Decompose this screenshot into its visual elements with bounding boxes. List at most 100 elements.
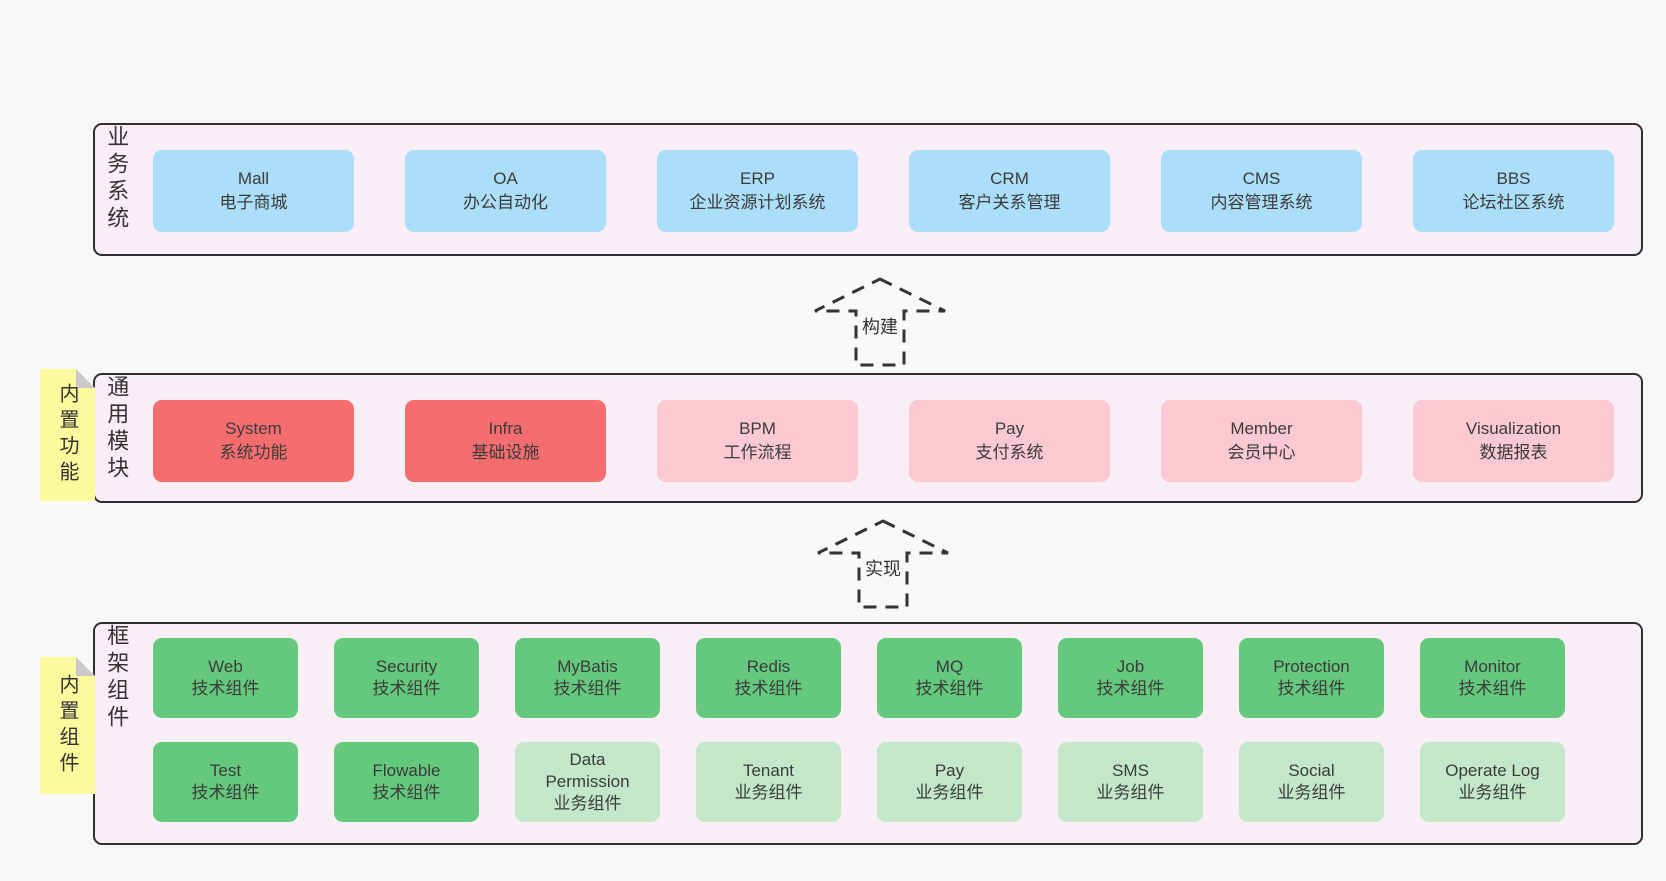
box-bpm: BPM 工作流程 <box>657 400 858 482</box>
box-title: System <box>225 419 282 438</box>
box-subtitle: 会员中心 <box>1227 443 1296 462</box>
box-title: Mall <box>237 169 270 188</box>
box-security: Security 技术组件 <box>334 638 479 718</box>
box-subtitle: 工作流程 <box>723 443 792 462</box>
box-mall: Mall 电子商城 <box>153 150 354 232</box>
box-operate-log: Operate Log 业务组件 <box>1420 742 1565 822</box>
box-subtitle: 技术组件 <box>191 783 260 802</box>
box-subtitle: 业务组件 <box>1458 783 1527 802</box>
box-subtitle: 技术组件 <box>372 679 441 698</box>
box-subtitle: 基础设施 <box>471 443 540 462</box>
box-pay-system: Pay 支付系统 <box>909 400 1110 482</box>
box-social: Social 业务组件 <box>1239 742 1384 822</box>
box-title: Redis <box>746 657 791 676</box>
box-title: Visualization <box>1465 419 1562 438</box>
box-subtitle: 电子商城 <box>219 193 288 212</box>
builtin-components-note: 内置组件 <box>40 657 95 794</box>
components-box-row-1: Web 技术组件 Security 技术组件 MyBatis 技术组件 Redi… <box>153 638 1565 718</box>
box-title: MQ <box>935 657 964 676</box>
box-subtitle: 业务组件 <box>734 783 803 802</box>
business-systems-panel: 业务系统 Mall 电子商城 OA 办公自动化 ERP 企业资源计划系统 CRM… <box>93 123 1643 256</box>
box-title: Monitor <box>1464 657 1521 676</box>
box-pay-component: Pay 业务组件 <box>877 742 1022 822</box>
box-subtitle: 技术组件 <box>1096 679 1165 698</box>
box-subtitle: 客户关系管理 <box>958 193 1061 212</box>
box-subtitle: 业务组件 <box>1277 783 1346 802</box>
implement-arrow: 实现 <box>813 518 953 610</box>
box-sms: SMS 业务组件 <box>1058 742 1203 822</box>
box-title: Protection <box>1273 657 1350 676</box>
box-title: Pay <box>994 419 1025 438</box>
box-title: Member <box>1230 419 1293 438</box>
box-title: Test <box>209 761 242 780</box>
box-member: Member 会员中心 <box>1161 400 1362 482</box>
box-title: MyBatis <box>557 657 618 676</box>
box-subtitle: 技术组件 <box>372 783 441 802</box>
box-subtitle: 论坛社区系统 <box>1462 193 1565 212</box>
box-subtitle: 技术组件 <box>734 679 803 698</box>
box-title: Tenant <box>742 761 795 780</box>
box-mybatis: MyBatis 技术组件 <box>515 638 660 718</box>
arrow-label: 实现 <box>861 554 905 582</box>
note-label: 内置组件 <box>56 673 78 778</box>
box-title: Job <box>1116 657 1145 676</box>
panel-label-modules: 通用模块 <box>104 375 130 483</box>
panel-label-components: 框架组件 <box>104 624 130 732</box>
box-test: Test 技术组件 <box>153 742 298 822</box>
box-job: Job 技术组件 <box>1058 638 1203 718</box>
box-title: Operate Log <box>1445 761 1540 780</box>
box-title: Flowable <box>372 761 441 780</box>
box-title: Pay <box>934 761 965 780</box>
box-subtitle: 技术组件 <box>1458 679 1527 698</box>
box-title: BPM <box>739 419 776 438</box>
box-oa: OA 办公自动化 <box>405 150 606 232</box>
box-title: SMS <box>1112 761 1149 780</box>
box-mq: MQ 技术组件 <box>877 638 1022 718</box>
box-bbs: BBS 论坛社区系统 <box>1413 150 1614 232</box>
box-subtitle: 技术组件 <box>1277 679 1346 698</box>
box-subtitle: 业务组件 <box>915 783 984 802</box>
box-title: ERP <box>740 169 775 188</box>
box-subtitle: 业务组件 <box>553 794 622 813</box>
box-subtitle: 技术组件 <box>553 679 622 698</box>
build-arrow: 构建 <box>810 276 950 368</box>
box-title: Security <box>375 657 438 676</box>
modules-box-row: System 系统功能 Infra 基础设施 BPM 工作流程 Pay 支付系统… <box>153 400 1614 482</box>
box-subtitle: 企业资源计划系统 <box>689 193 826 212</box>
box-title: OA <box>493 169 518 188</box>
box-title: Social <box>1288 761 1335 780</box>
common-modules-panel: 内置功能 通用模块 System 系统功能 Infra 基础设施 BPM 工作流… <box>93 373 1643 503</box>
box-subtitle: 内容管理系统 <box>1210 193 1313 212</box>
box-title: CRM <box>990 169 1029 188</box>
box-subtitle: 技术组件 <box>915 679 984 698</box>
box-erp: ERP 企业资源计划系统 <box>657 150 858 232</box>
box-subtitle: 系统功能 <box>219 443 288 462</box>
box-web: Web 技术组件 <box>153 638 298 718</box>
box-title: CMS <box>1242 169 1281 188</box>
builtin-functions-note: 内置功能 <box>40 369 95 501</box>
box-subtitle: 技术组件 <box>191 679 260 698</box>
box-crm: CRM 客户关系管理 <box>909 150 1110 232</box>
box-protection: Protection 技术组件 <box>1239 638 1384 718</box>
box-data-permission: Data Permission 业务组件 <box>515 742 660 822</box>
box-title: Data Permission <box>545 750 630 791</box>
box-system: System 系统功能 <box>153 400 354 482</box>
box-title: BBS <box>1496 169 1531 188</box>
box-subtitle: 业务组件 <box>1096 783 1165 802</box>
box-flowable: Flowable 技术组件 <box>334 742 479 822</box>
arrow-label: 构建 <box>858 312 902 340</box>
box-subtitle: 数据报表 <box>1479 443 1548 462</box>
components-box-row-2: Test 技术组件 Flowable 技术组件 Data Permission … <box>153 742 1565 822</box>
note-label: 内置功能 <box>56 383 78 487</box>
box-redis: Redis 技术组件 <box>696 638 841 718</box>
box-monitor: Monitor 技术组件 <box>1420 638 1565 718</box>
box-cms: CMS 内容管理系统 <box>1161 150 1362 232</box>
box-visualization: Visualization 数据报表 <box>1413 400 1614 482</box>
box-subtitle: 办公自动化 <box>463 193 548 212</box>
box-title: Web <box>208 657 243 676</box>
business-box-row: Mall 电子商城 OA 办公自动化 ERP 企业资源计划系统 CRM 客户关系… <box>153 150 1614 232</box>
framework-components-panel: 内置组件 框架组件 Web 技术组件 Security 技术组件 MyBatis… <box>93 622 1643 845</box>
box-tenant: Tenant 业务组件 <box>696 742 841 822</box>
box-subtitle: 支付系统 <box>975 443 1044 462</box>
